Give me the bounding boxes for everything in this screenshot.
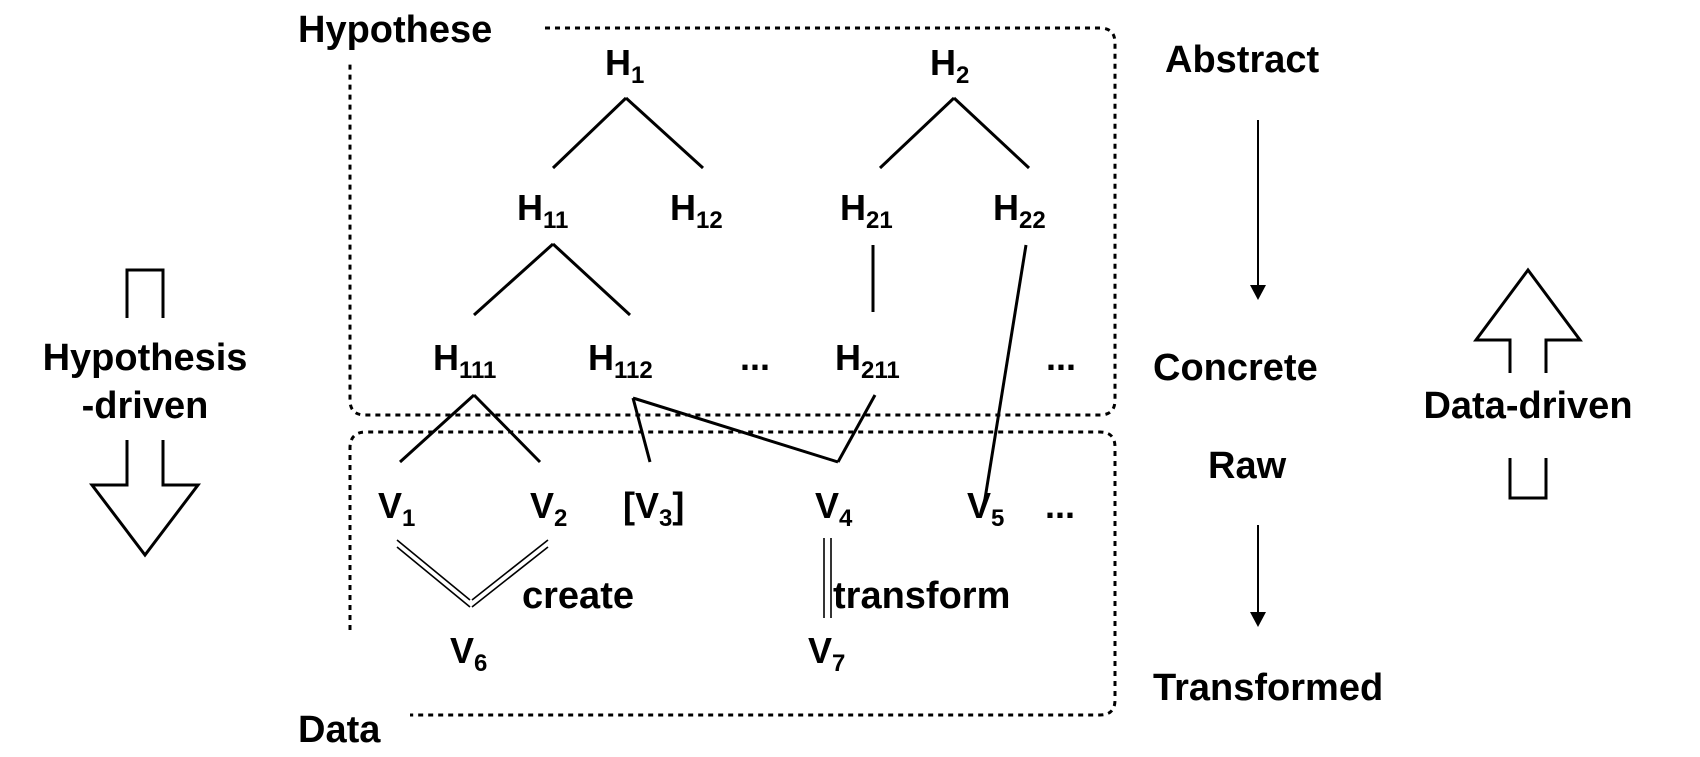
node-v6: V6	[450, 630, 487, 677]
node-h111: H111	[433, 337, 496, 384]
node-h22: H22	[993, 187, 1046, 234]
scale-label-abstract: Abstract	[1165, 39, 1319, 81]
node-v4: V4	[815, 485, 853, 532]
node-h1: H1	[605, 42, 644, 89]
scale-label-concrete: Concrete	[1153, 347, 1318, 389]
hypothesis-driven-label-line1: Hypothesis	[43, 337, 248, 379]
hypothesis-region-label: Hypothese	[298, 9, 492, 51]
ellipsis-hypothesis-right: ...	[1046, 337, 1076, 378]
hypothesis-variable-edges	[398, 393, 877, 464]
node-h11: H11	[517, 187, 568, 234]
node-h12: H12	[670, 187, 723, 234]
raw-to-transformed-arrowhead	[1250, 612, 1266, 627]
node-v7: V7	[808, 630, 845, 677]
scale-label-transformed: Transformed	[1153, 667, 1383, 709]
data-region-label: Data	[298, 709, 381, 751]
hypothesis-driven-arrow-tail	[125, 268, 165, 318]
abstract-to-concrete-arrowhead	[1250, 285, 1266, 300]
node-h21: H21	[840, 187, 893, 234]
ellipsis-hypothesis-mid: ...	[740, 337, 770, 378]
node-v1: V1	[378, 485, 415, 532]
node-h211: H211	[835, 337, 900, 384]
data-driven-label: Data-driven	[1423, 385, 1632, 427]
data-driven-arrow-head	[1473, 267, 1583, 373]
node-v5: V5	[967, 485, 1004, 532]
hypothesis-driven-arrow-head	[88, 440, 202, 558]
node-v3: [V3]	[623, 485, 684, 532]
node-v2: V2	[530, 485, 567, 532]
node-h112: H112	[588, 337, 653, 384]
scale-label-raw: Raw	[1208, 445, 1287, 487]
create-label: create	[522, 575, 634, 617]
data-region-box	[348, 430, 1117, 717]
create-connector	[396, 539, 549, 608]
ellipsis-variables: ...	[1045, 485, 1075, 526]
transform-label: transform	[833, 575, 1010, 617]
data-driven-arrow-tail	[1508, 458, 1548, 500]
hypothesis-tree-edges	[472, 96, 1031, 506]
transform-connector	[823, 538, 832, 618]
hypothesis-driven-label-line2: -driven	[82, 385, 209, 427]
node-h2: H2	[930, 42, 969, 89]
